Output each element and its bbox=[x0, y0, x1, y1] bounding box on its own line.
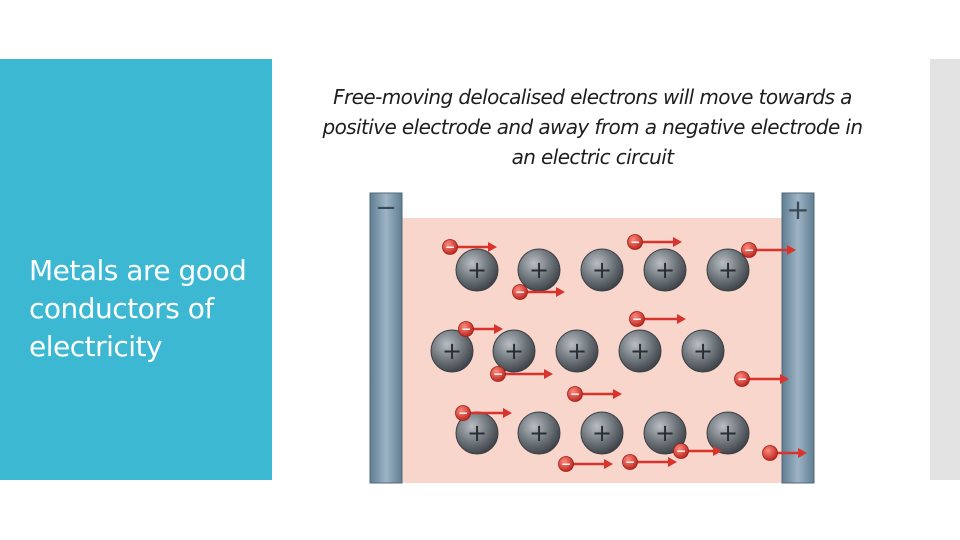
electron-charge-symbol: − bbox=[737, 372, 747, 386]
electron: − bbox=[627, 234, 682, 250]
accent-panel: Metals are good conductors of electricit… bbox=[0, 59, 272, 480]
ion-charge-symbol: + bbox=[442, 337, 462, 365]
metal-ion: + bbox=[580, 248, 624, 292]
metal-ion: + bbox=[455, 411, 499, 455]
ion-charge-symbol: + bbox=[567, 337, 587, 365]
negative-electrode-label: − bbox=[375, 193, 397, 223]
ion-charge-symbol: + bbox=[467, 256, 487, 284]
metal-ion: + bbox=[618, 329, 662, 373]
right-edge-strip bbox=[930, 59, 960, 480]
metal-ion: + bbox=[492, 329, 536, 373]
electron-charge-symbol: − bbox=[625, 455, 635, 469]
ion-charge-symbol: + bbox=[529, 256, 549, 284]
ion-charge-symbol: + bbox=[467, 419, 487, 447]
electron: − bbox=[629, 311, 686, 327]
electron: − bbox=[458, 321, 503, 337]
electron-charge-symbol: − bbox=[461, 322, 471, 336]
metal-ion: + bbox=[643, 248, 687, 292]
metal-ion: + bbox=[706, 411, 750, 455]
electron-charge-symbol: − bbox=[561, 457, 571, 471]
electron: − bbox=[512, 284, 565, 300]
positive-ions: + + + + + + + + + + + + + + + bbox=[430, 248, 750, 455]
electron: − bbox=[622, 454, 677, 470]
conduction-diagram: − + + + + + + + + + + + + + + + + − − − − − − − − − − − − − bbox=[365, 188, 815, 488]
electron: − bbox=[734, 371, 789, 387]
electron: − bbox=[673, 443, 722, 459]
metal-ion: + bbox=[517, 411, 561, 455]
delocalised-electrons: − − − − − − − − − − − − − bbox=[442, 234, 807, 472]
metal-ion: + bbox=[681, 329, 725, 373]
ion-charge-symbol: + bbox=[655, 419, 675, 447]
ion-charge-symbol: + bbox=[592, 256, 612, 284]
electron-charge-symbol: − bbox=[570, 387, 580, 401]
electron-charge-symbol: − bbox=[632, 312, 642, 326]
slide-title: Metals are good conductors of electricit… bbox=[29, 254, 247, 363]
ion-charge-symbol: + bbox=[592, 419, 612, 447]
conduction-diagram-svg: − + + + + + + + + + + + + + + + + − − − − − − − − − − − − − bbox=[369, 192, 815, 484]
ion-charge-symbol: + bbox=[630, 337, 650, 365]
metal-ion: + bbox=[430, 329, 474, 373]
metal-ion: + bbox=[517, 248, 561, 292]
electron-charge-symbol: − bbox=[744, 243, 754, 257]
positive-electrode bbox=[781, 192, 815, 484]
negative-electrode bbox=[369, 192, 403, 484]
electron-charge-symbol: − bbox=[630, 235, 640, 249]
positive-electrode-label: + bbox=[786, 193, 809, 226]
ion-charge-symbol: + bbox=[504, 337, 524, 365]
ion-charge-symbol: + bbox=[529, 419, 549, 447]
metal-ion: + bbox=[643, 411, 687, 455]
metal-ion: + bbox=[555, 329, 599, 373]
electron: − bbox=[558, 456, 613, 472]
electron bbox=[762, 445, 807, 461]
metal-ion: + bbox=[706, 248, 750, 292]
ion-charge-symbol: + bbox=[655, 256, 675, 284]
electron-charge-symbol: − bbox=[493, 367, 503, 381]
metal-ion: + bbox=[580, 411, 624, 455]
electron: − bbox=[442, 239, 497, 255]
electron-charge-symbol: − bbox=[445, 240, 455, 254]
diagram-caption: Free-moving delocalised electrons will m… bbox=[322, 85, 864, 169]
electron-charge-symbol: − bbox=[458, 406, 468, 420]
ion-charge-symbol: + bbox=[718, 256, 738, 284]
metal-ion: + bbox=[455, 248, 499, 292]
electron-charge-symbol: − bbox=[676, 444, 686, 458]
ion-charge-symbol: + bbox=[693, 337, 713, 365]
ion-charge-symbol: + bbox=[718, 419, 738, 447]
electron-charge-symbol: − bbox=[515, 285, 525, 299]
electron: − bbox=[490, 366, 553, 382]
electron: − bbox=[741, 242, 796, 258]
electron: − bbox=[567, 386, 622, 402]
electron: − bbox=[455, 405, 512, 421]
